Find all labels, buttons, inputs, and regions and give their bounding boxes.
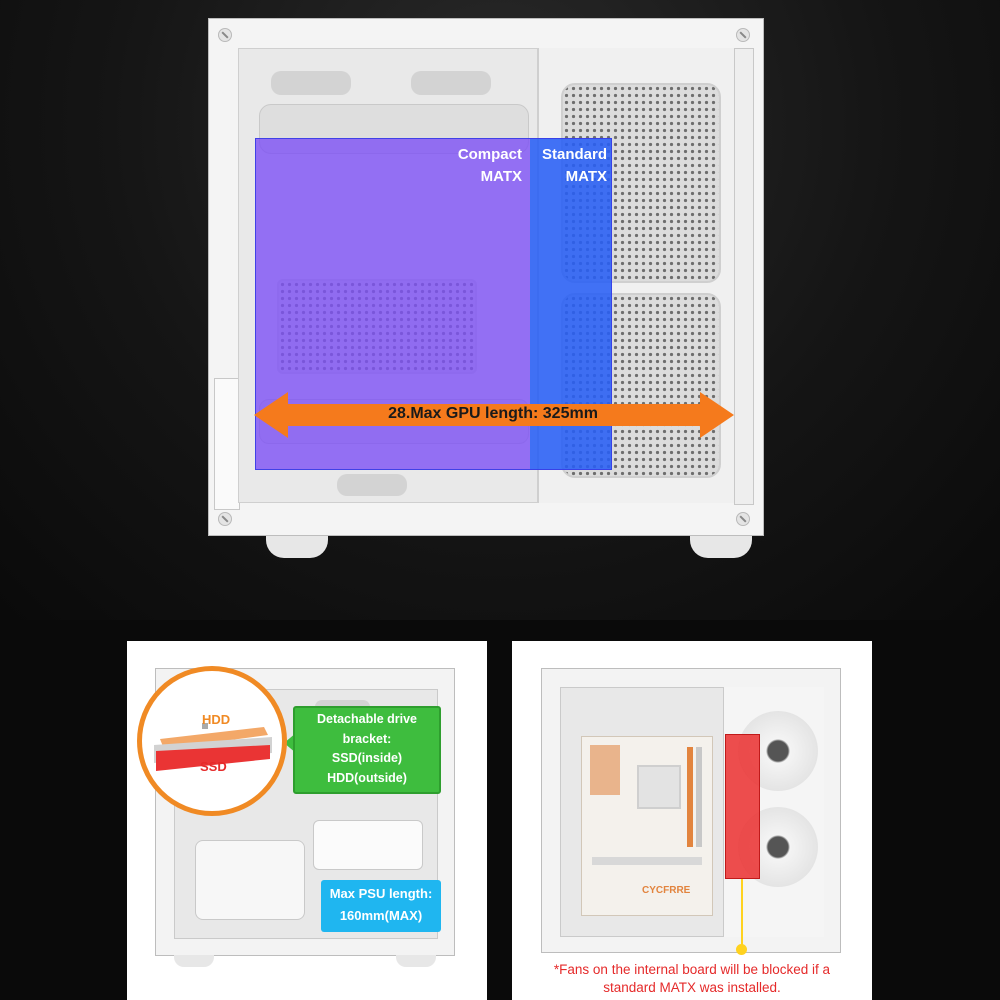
psu-line: 160mm(MAX) <box>339 908 423 923</box>
pointer-dot-icon <box>736 944 747 955</box>
compact-matx-label: Compact MATX <box>458 144 522 188</box>
case-foot <box>690 536 752 558</box>
compact-label-line: MATX <box>480 168 522 185</box>
psu-line: Max PSU length: <box>329 886 433 901</box>
drive-bracket-line: HDD(outside) <box>327 770 407 785</box>
drive-zoom-circle <box>137 666 287 816</box>
drive-bracket-callout <box>293 706 441 794</box>
standard-matx-label: Standard MATX <box>541 144 607 188</box>
cpu-socket <box>637 765 681 809</box>
drive-bracket-line: Detachable drive <box>316 712 418 726</box>
fan-mount-area <box>724 687 824 937</box>
pointer-line <box>741 879 743 949</box>
screw-icon <box>218 512 232 526</box>
standard-label-line: Standard <box>541 146 607 163</box>
case-foot <box>174 955 214 967</box>
bottom-cable-cutout <box>337 474 407 496</box>
double-arrow-icon <box>254 392 734 438</box>
compact-label-line: Compact <box>457 146 522 163</box>
heatsink <box>590 745 620 795</box>
psu-length-text: Max PSU length: 160mm(MAX) <box>321 883 441 927</box>
motherboard: CYCFRRE <box>581 736 713 916</box>
blocked-area-overlay <box>725 734 760 879</box>
note-line: *Fans on the internal board will be bloc… <box>553 962 831 977</box>
ssd-label: SSD <box>200 759 227 774</box>
hdd-label: HDD <box>202 712 231 727</box>
drive-bracket-text: Detachable drive bracket: SSD(inside) HD… <box>293 710 441 788</box>
drive-bracket-line: SSD(inside) <box>331 751 403 765</box>
psu-cutout <box>195 840 305 920</box>
top-cable-cutout <box>271 71 351 95</box>
drive-bracket-line: bracket: <box>342 731 392 746</box>
note-line: standard MATX was installed. <box>603 980 781 995</box>
case-foot <box>396 955 436 967</box>
ram-slot <box>687 747 693 847</box>
side-rail <box>734 48 754 505</box>
drive-bracket-icon <box>154 723 272 771</box>
mini-case-right: CYCFRRE <box>541 668 841 953</box>
ram-slot <box>696 747 702 847</box>
pcie-slot <box>592 857 702 865</box>
screw-icon <box>736 28 750 42</box>
top-cable-cutout <box>411 71 491 95</box>
case-foot <box>266 536 328 558</box>
front-io-panel <box>214 378 240 510</box>
psu-bay <box>313 820 423 870</box>
standard-matx-outline <box>255 138 612 470</box>
standard-label-line: MATX <box>565 168 607 185</box>
fan-warning-note: *Fans on the internal board will be bloc… <box>512 961 872 997</box>
board-brand: CYCFRRE <box>642 885 691 896</box>
screw-icon <box>736 512 750 526</box>
psu-length-callout <box>321 880 441 932</box>
screw-icon <box>218 28 232 42</box>
motherboard-area: CYCFRRE <box>560 687 724 937</box>
gpu-length-label: 28.Max GPU length: 325mm <box>388 405 598 422</box>
